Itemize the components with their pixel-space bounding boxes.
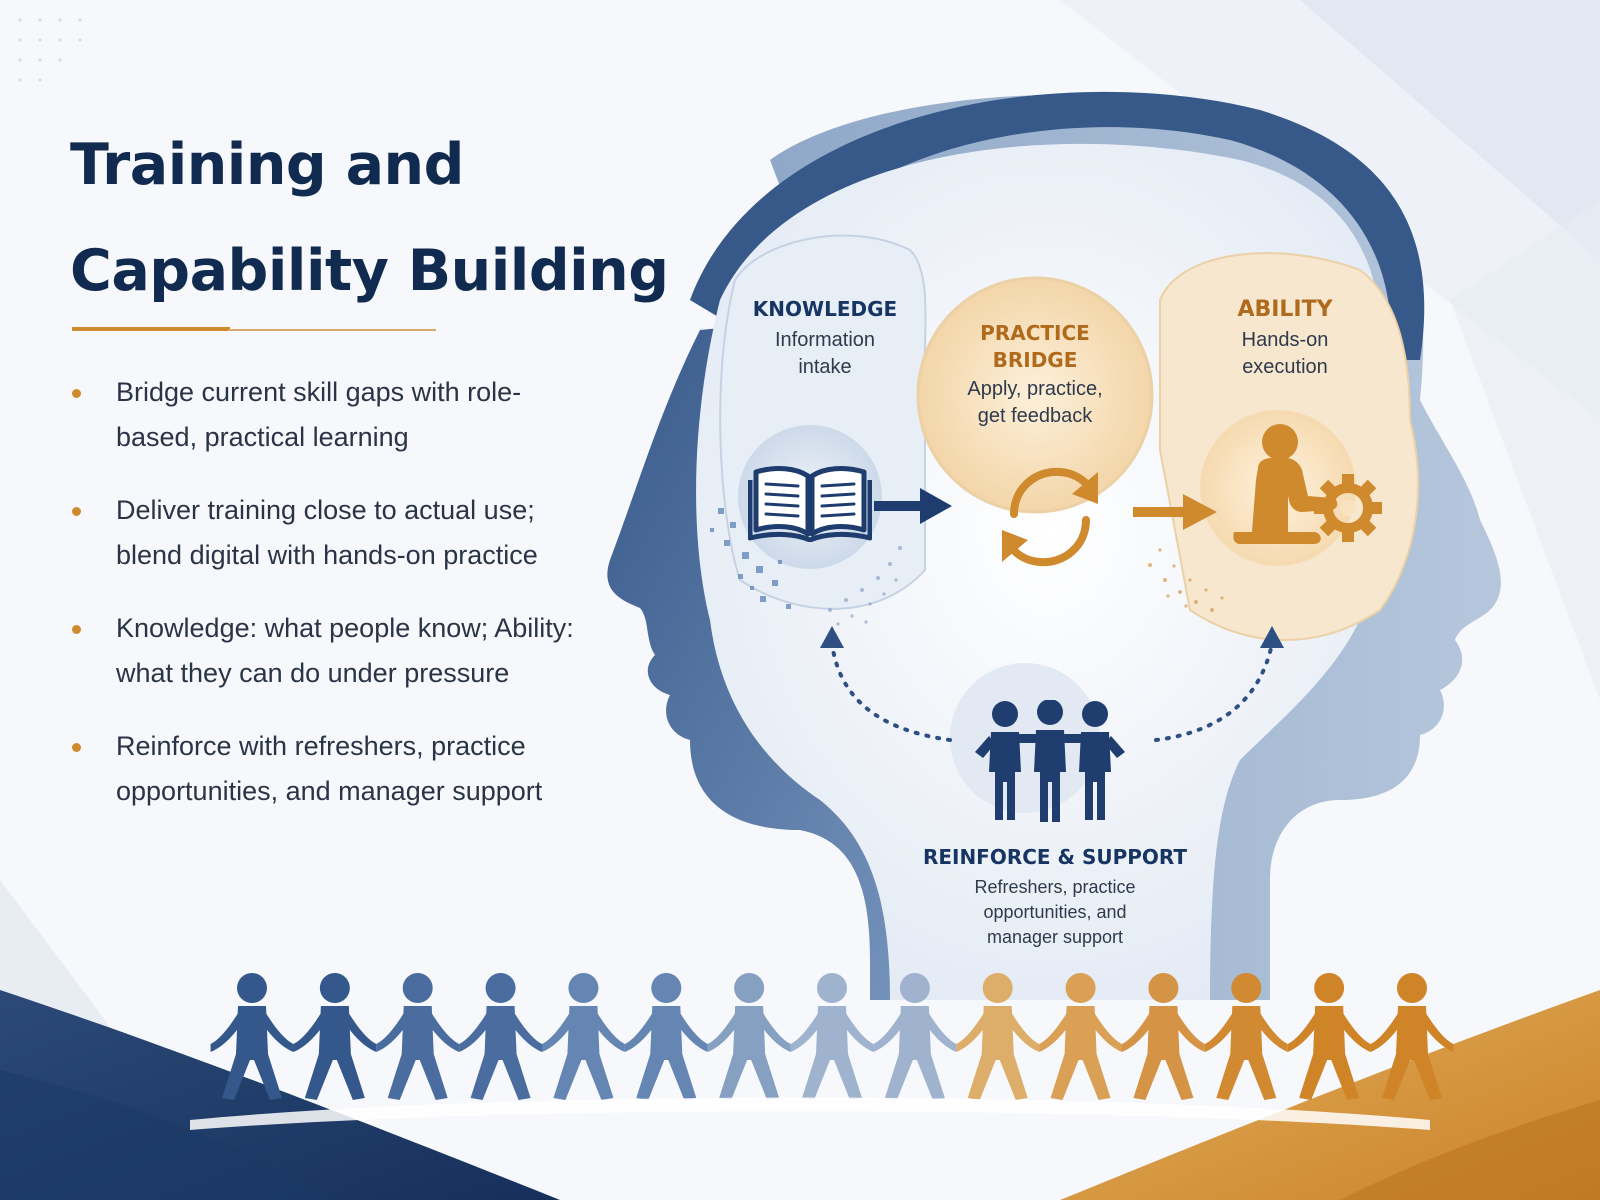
- bullet-item: Reinforce with refreshers, practice oppo…: [70, 724, 590, 814]
- knowledge-subtitle-line-2: intake: [798, 356, 852, 378]
- arrow-right-icon: [874, 488, 952, 524]
- paper-person-icon: [210, 973, 294, 1100]
- paper-person-icon: [790, 973, 874, 1100]
- paper-person-icon: [707, 973, 791, 1100]
- reinforce-subtitle-line-3: manager support: [986, 927, 1124, 947]
- bullet-dot: [72, 625, 81, 634]
- paper-person-icon: [376, 973, 460, 1100]
- bullet-text: Knowledge: what people know; Ability: wh…: [116, 613, 574, 688]
- ability-subtitle-line-2: execution: [1242, 356, 1328, 378]
- paper-person-icon: [1204, 973, 1288, 1100]
- bullet-item: Deliver training close to actual use; bl…: [70, 488, 590, 578]
- title-underline-thin: [228, 329, 436, 331]
- bullet-text: Bridge current skill gaps with role-base…: [116, 377, 522, 452]
- bullet-text: Deliver training close to actual use; bl…: [116, 495, 538, 570]
- reinforce-title: REINFORCE & SUPPORT: [922, 845, 1188, 869]
- paper-person-icon: [956, 973, 1040, 1100]
- page-title-line-2: Capability Building: [70, 238, 669, 304]
- practice-subtitle-line-2: get feedback: [977, 405, 1093, 427]
- refresh-cycle-icon: [1002, 467, 1098, 567]
- open-book-icon: [748, 466, 872, 542]
- paper-person-icon: [1122, 973, 1205, 1100]
- bullet-dot: [72, 743, 81, 752]
- person-gear-icon: [1233, 424, 1382, 544]
- page-title: Training and Capability Building: [70, 112, 670, 324]
- practice-title-line-1: PRACTICE: [980, 321, 1090, 345]
- bullet-dot: [72, 507, 81, 516]
- paper-person-icon: [542, 973, 625, 1100]
- reinforce-subtitle-line-2: opportunities, and: [983, 902, 1127, 922]
- practice-title-line-2: BRIDGE: [992, 348, 1078, 372]
- knowledge-subtitle-line-1: Information: [774, 329, 876, 351]
- paper-person-icon: [624, 973, 708, 1100]
- arrow-right-gold-icon: [1133, 494, 1217, 530]
- title-underline: [72, 327, 230, 331]
- practice-node: PRACTICE BRIDGE Apply, practice, get fee…: [935, 320, 1135, 430]
- paper-person-icon: [1370, 973, 1454, 1100]
- bullet-text: Reinforce with refreshers, practice oppo…: [116, 731, 543, 806]
- bullet-item: Knowledge: what people know; Ability: wh…: [70, 606, 590, 696]
- knowledge-title: KNOWLEDGE: [752, 297, 898, 321]
- reinforce-node: REINFORCE & SUPPORT Refreshers, practice…: [900, 844, 1210, 950]
- ability-title: ABILITY: [1237, 297, 1333, 322]
- ability-node: ABILITY Hands-on execution: [1190, 296, 1380, 381]
- knowledge-node: KNOWLEDGE Information intake: [730, 296, 920, 381]
- feedback-arrows: [820, 626, 1284, 742]
- paper-person-icon: [459, 973, 542, 1100]
- practice-subtitle-line-1: Apply, practice,: [967, 378, 1103, 400]
- paper-person-icon: [873, 973, 957, 1100]
- page-title-line-1: Training and: [70, 132, 464, 198]
- paper-person-icon: [1039, 973, 1122, 1100]
- ability-subtitle-line-1: Hands-on: [1241, 329, 1329, 351]
- team-group-icon: [975, 700, 1125, 822]
- reinforce-subtitle-line-1: Refreshers, practice: [974, 877, 1136, 897]
- bullet-dot: [72, 389, 81, 398]
- people-chain: [210, 973, 1454, 1100]
- bullet-item: Bridge current skill gaps with role-base…: [70, 370, 590, 460]
- paper-person-icon: [1287, 973, 1371, 1100]
- bullet-list: Bridge current skill gaps with role-base…: [70, 370, 590, 842]
- paper-person-icon: [293, 973, 377, 1100]
